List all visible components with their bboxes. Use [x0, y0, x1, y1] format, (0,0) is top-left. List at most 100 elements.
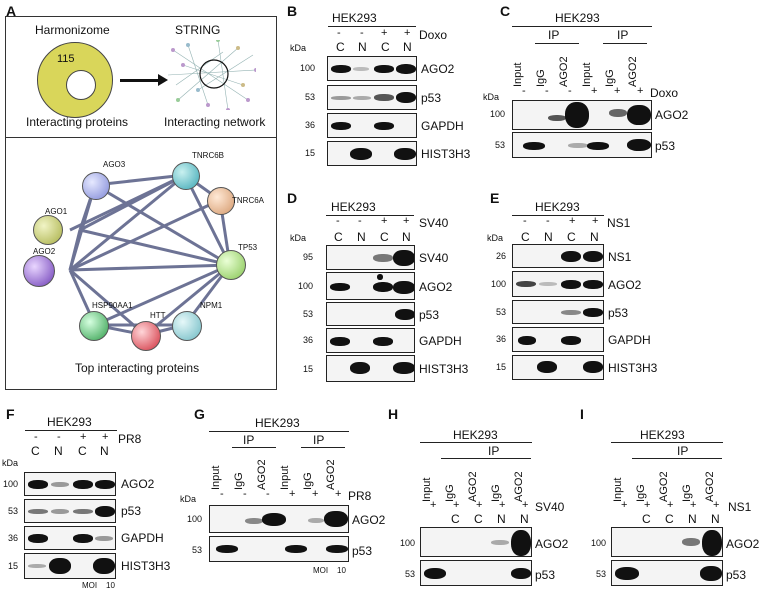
panel-label-c: C	[500, 3, 511, 19]
e-prot-ago2: AGO2	[608, 278, 642, 292]
interacting-network-label: Interacting network	[164, 115, 266, 129]
d-treat: SV40	[419, 216, 449, 230]
d-lane-c1: C	[334, 230, 343, 244]
i-blot-p53	[611, 560, 723, 586]
c-plus-1: +	[591, 85, 598, 97]
f-plus-2: +	[102, 431, 109, 443]
e-mw-15: 15	[495, 362, 506, 372]
harmonizome-label: Harmonizome	[35, 23, 110, 37]
panel-label-d: D	[287, 190, 298, 206]
f-minus-2: -	[57, 431, 61, 443]
top-interacting-label: Top interacting proteins	[75, 361, 200, 375]
e-plus-1: +	[569, 215, 576, 227]
string-network-thumbnail	[168, 40, 256, 110]
d-minus-1: -	[336, 215, 340, 227]
i-lane-n2: N	[711, 512, 720, 526]
f-lane-c2: C	[78, 444, 87, 458]
d-lane-n2: N	[402, 230, 411, 244]
e-plus-2: +	[592, 215, 599, 227]
e-mw-36: 36	[495, 334, 506, 344]
b-blot-gapdh	[327, 113, 417, 138]
i-lane-c2: C	[665, 512, 674, 526]
d-cell-line: HEK293	[331, 200, 376, 214]
g-kda: kDa	[180, 494, 197, 504]
d-mw-36: 36	[302, 335, 313, 345]
f-minus-1: -	[34, 431, 38, 443]
g-ago2-2: AGO2	[325, 459, 337, 490]
panel-label-g: G	[194, 406, 205, 422]
f-cell-line: HEK293	[47, 415, 92, 429]
c-plus-3: +	[637, 85, 644, 97]
i-mw-53: 53	[595, 569, 606, 579]
e-blot-ns1	[512, 244, 604, 268]
b-plus-2: +	[404, 27, 411, 39]
g-plus-2: +	[312, 488, 319, 500]
g-moi-val: 10	[337, 566, 346, 575]
g-blot-ago2	[209, 505, 349, 533]
d-lane-n1: N	[357, 230, 366, 244]
f-mw-15: 15	[7, 561, 18, 571]
i-lane-n1: N	[688, 512, 697, 526]
h-cell-line: HEK293	[453, 428, 498, 442]
panel-label-a: A	[6, 3, 17, 19]
f-blot-p53	[24, 499, 116, 523]
g-minus-2: -	[243, 488, 247, 500]
c-minus-3: -	[568, 85, 572, 97]
e-cell-line: HEK293	[535, 200, 580, 214]
i-plus-2: +	[644, 499, 651, 511]
f-blot-ago2	[24, 472, 116, 496]
d-blot-hist3h3	[326, 355, 415, 382]
i-ip: IP	[677, 444, 689, 458]
d-mw-53: 53	[302, 309, 313, 319]
e-lane-c1: C	[521, 230, 530, 244]
e-minus-1: -	[523, 215, 527, 227]
f-prot-gapdh: GAPDH	[121, 531, 164, 545]
g-plus-3: +	[335, 488, 342, 500]
h-ago2-2: AGO2	[513, 471, 525, 502]
e-prot-p53: p53	[608, 306, 629, 320]
i-prot-p53: p53	[726, 568, 747, 582]
h-ip: IP	[488, 444, 500, 458]
node-tnrc6b	[172, 162, 200, 190]
node-tnrc6a	[207, 187, 235, 215]
i-plus-1: +	[621, 499, 628, 511]
b-prot-p53: p53	[421, 91, 442, 105]
d-minus-2: -	[358, 215, 362, 227]
h-mw-100: 100	[399, 538, 415, 548]
b-lane-n1: N	[358, 40, 367, 54]
g-prot-p53: p53	[352, 544, 373, 558]
i-prot-ago2: AGO2	[726, 537, 760, 551]
g-ip-2: IP	[313, 433, 325, 447]
b-cell-line: HEK293	[332, 11, 377, 25]
b-blot-hist3h3	[327, 141, 417, 166]
c-treat: Doxo	[650, 86, 679, 100]
e-blot-hist3h3	[512, 355, 604, 380]
f-moi: MOI	[82, 581, 98, 590]
h-blot-p53	[420, 560, 532, 586]
panel-a-divider	[5, 137, 276, 138]
node-label-ago3: AGO3	[103, 160, 126, 169]
h-mw-53: 53	[404, 569, 415, 579]
f-kda: kDa	[2, 458, 19, 468]
f-lane-c1: C	[31, 444, 40, 458]
node-npm1	[172, 311, 202, 341]
d-mw-100: 100	[297, 281, 313, 291]
d-lane-c2: C	[380, 230, 389, 244]
h-prot-ago2: AGO2	[535, 537, 569, 551]
c-prot-ago2: AGO2	[655, 108, 689, 122]
b-blot-p53	[327, 85, 417, 110]
i-ago2-1: AGO2	[658, 471, 670, 502]
h-plus-4: +	[499, 499, 506, 511]
d-mw-15: 15	[302, 364, 313, 374]
c-minus-2: -	[545, 85, 549, 97]
g-minus-1: -	[220, 488, 224, 500]
node-label-ago1: AGO1	[45, 207, 68, 216]
c-ip-2: IP	[617, 28, 629, 42]
string-label: STRING	[175, 23, 221, 37]
b-lane-n2: N	[403, 40, 412, 54]
node-htt	[131, 321, 161, 351]
b-blot-ago2	[327, 56, 417, 81]
e-prot-ns1: NS1	[608, 250, 632, 264]
c-ip-1: IP	[548, 28, 560, 42]
i-mw-100: 100	[590, 538, 606, 548]
